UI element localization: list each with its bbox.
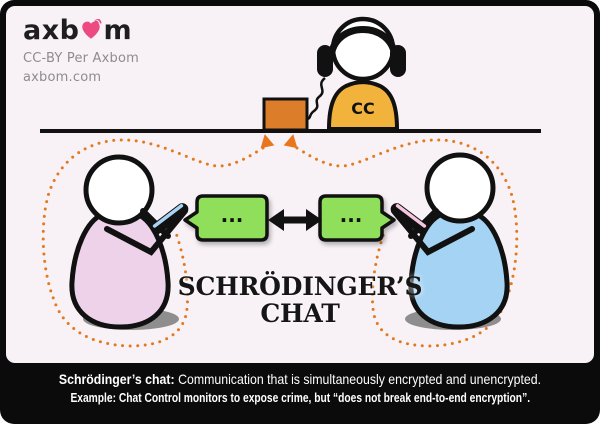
caption-definition: Communication that is simultaneously enc… — [178, 371, 542, 387]
chat-bubble-right — [318, 194, 396, 242]
chat-bubbles: ... ... — [183, 194, 396, 242]
chat-bubble-left — [183, 194, 269, 242]
listener-body — [326, 80, 400, 131]
surveillance-listener: CC — [262, 16, 406, 132]
chat-bubble-left-text: ... — [221, 203, 244, 227]
person-left-head — [83, 154, 155, 226]
person-right — [390, 152, 510, 330]
surveillance-route-right — [295, 138, 519, 348]
caption-bar: Schrödinger’s chat:Communication that is… — [0, 371, 600, 405]
sync-arrow-icon — [268, 209, 322, 231]
phone-right — [390, 203, 429, 235]
caption-example-line: Example: Chat Control monitors to expose… — [0, 391, 600, 405]
caption-example: Example: Chat Control monitors to expose… — [70, 391, 530, 405]
title-line-1: SCHRÖDINGER’S — [177, 272, 423, 301]
license-text: CC-BY Per Axbom axbom.com — [23, 49, 139, 88]
license-line: CC-BY Per Axbom — [23, 50, 139, 66]
logo-text-suffix: m — [103, 15, 133, 46]
listening-device-box — [262, 97, 309, 132]
caption-definition-line: Schrödinger’s chat:Communication that is… — [0, 371, 600, 387]
headphones-icon — [317, 26, 406, 77]
logo-text-prefix: axb — [23, 15, 80, 46]
signal-waves-icon — [94, 17, 103, 25]
surveillance-route-dotted — [41, 138, 519, 348]
interception-arrows — [260, 134, 298, 149]
surveillance-route-left — [41, 138, 265, 348]
chat-bubble-right-text: ... — [340, 203, 363, 227]
title-line-2: CHAT — [260, 299, 340, 328]
website-text: axbom.com — [23, 70, 102, 86]
listener-shirt-label: CC — [351, 99, 374, 118]
person-right-head — [424, 152, 496, 224]
heart-icon — [80, 17, 103, 40]
wiretap-wire — [305, 77, 326, 121]
page-title: SCHRÖDINGER’S CHAT — [6, 273, 594, 327]
illustration-panel: CC — [6, 6, 594, 363]
phone-left — [150, 203, 189, 235]
person-left — [69, 154, 189, 330]
schrodingers-chat-illustration: CC — [40, 16, 541, 348]
caption-term: Schrödinger’s chat: — [58, 371, 175, 387]
